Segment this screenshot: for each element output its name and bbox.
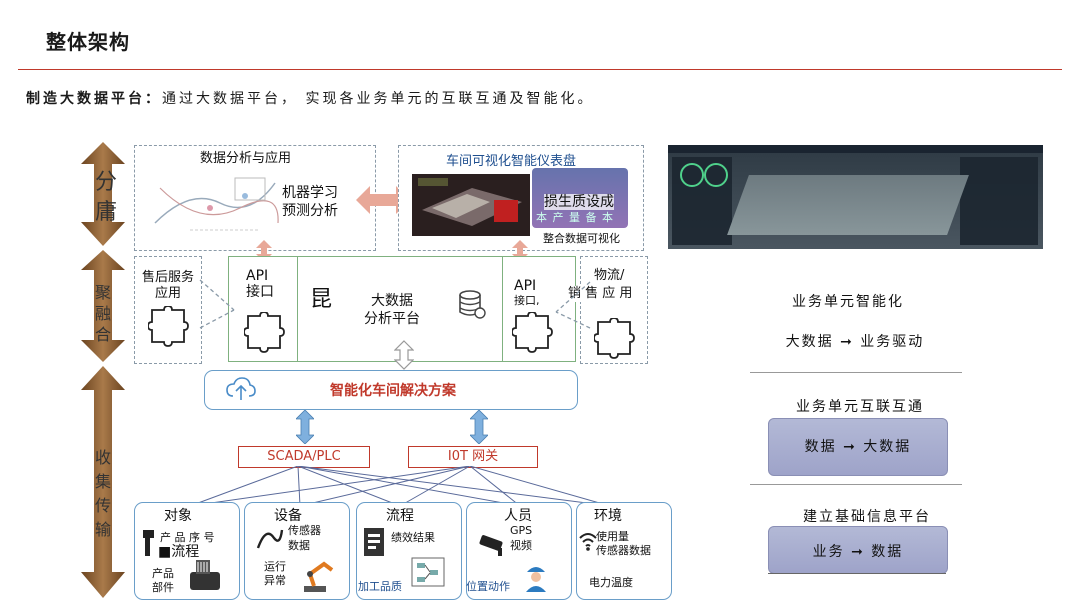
source-device-c: 运行 xyxy=(264,560,286,573)
layer-label-top: 分 庸 xyxy=(94,168,118,228)
layer-label-bottom: 收 集 传 输 xyxy=(91,446,115,542)
factory-dashboard-screenshot xyxy=(668,145,1043,249)
flowchart-icon xyxy=(410,556,446,588)
dashboard-kpi-big: 损生质设成 xyxy=(544,194,614,210)
puzzle-icon-api-right xyxy=(512,312,554,354)
puzzle-icon-api-left xyxy=(244,312,286,354)
right-divider-1 xyxy=(750,372,962,373)
layer-label-middle: 聚 融 合 xyxy=(91,282,115,345)
source-object-title: 对象 xyxy=(164,508,192,524)
ml-label: 机器学习预测分析 xyxy=(282,184,338,220)
sensor-icon xyxy=(254,524,284,552)
subtitle-text: 通过大数据平台， 实现各业务单元的互联互通及智能化。 xyxy=(162,91,594,107)
source-object-d: 部件 xyxy=(152,581,174,594)
right-divider-3 xyxy=(768,573,946,574)
source-device-a: 传感器 xyxy=(288,524,321,537)
puzzle-icon-after-sales xyxy=(148,306,190,348)
dashboard-caption: 整合数据可视化 xyxy=(543,232,620,245)
page-subtitle: 制造大数据平台：通过大数据平台， 实现各业务单元的互联互通及智能化。 xyxy=(26,88,594,108)
barcode-device-icon xyxy=(188,558,222,592)
right-s1-body: 大数据 ➞ 业务驱动 xyxy=(770,331,940,351)
robot-arm-icon xyxy=(298,556,336,594)
solution-iot-arrow xyxy=(470,410,488,444)
analysis-title: 数据分析与应用 xyxy=(200,151,291,167)
scada-plc-box: SCADA/PLC xyxy=(238,446,370,468)
source-process-b: 加工品质 xyxy=(358,580,402,593)
page-title: 整体架构 xyxy=(46,26,130,55)
source-env-c: 电力温度 xyxy=(589,576,633,589)
scanner-icon xyxy=(140,528,158,558)
source-person-a: GPS xyxy=(510,524,532,537)
iot-gateway-box: I0T 网关 xyxy=(408,446,538,468)
source-env-title: 环境 xyxy=(594,508,622,524)
source-object-c: 产品 xyxy=(152,567,174,580)
right-divider-2 xyxy=(750,484,962,485)
puzzle-icon-logistics xyxy=(594,318,636,360)
right-s3-pill: 业务 ➞ 数据 xyxy=(768,526,948,574)
report-icon xyxy=(362,526,390,560)
source-object-a: 产 品 序 号 xyxy=(160,531,215,544)
right-s1-title: 业务单元智能化 xyxy=(758,291,938,311)
source-process-a: 绩效结果 xyxy=(391,531,435,544)
source-person-b: 视频 xyxy=(510,539,532,552)
dashboard-kpi-small: 本 产 量 备 本 xyxy=(536,211,614,224)
wifi-icon xyxy=(578,530,598,552)
worker-icon xyxy=(524,562,548,592)
source-device-title: 设备 xyxy=(274,508,302,524)
dashboard-graphic xyxy=(412,170,532,238)
solution-scada-arrow xyxy=(296,410,314,444)
right-s3-title: 建立基础信息平台 xyxy=(772,506,962,526)
after-sales-label: 售后服务应用 xyxy=(139,270,197,302)
right-s2-title: 业务单元互联互通 xyxy=(760,396,960,416)
source-process-title: 流程 xyxy=(386,508,414,524)
source-device-b: 数据 xyxy=(288,539,310,552)
right-s2-pill: 数据 ➞ 大数据 xyxy=(768,418,948,476)
solution-label: 智能化车间解决方案 xyxy=(330,383,456,399)
title-divider xyxy=(18,69,1062,70)
logistics-label-1: 物流/ xyxy=(594,268,624,284)
cctv-camera-icon xyxy=(478,532,510,558)
source-person-c: 位置动作 xyxy=(466,580,510,593)
subtitle-bold: 制造大数据平台： xyxy=(26,91,162,107)
source-device-d: 异常 xyxy=(264,574,286,587)
source-env-a: 使用量 xyxy=(596,530,629,543)
source-person-title: 人员 xyxy=(504,508,532,524)
analysis-chart-graphic xyxy=(150,168,280,240)
cloud-upload-icon xyxy=(226,376,256,402)
platform-solution-arrow xyxy=(394,340,414,370)
source-env-b: 传感器数据 xyxy=(596,544,651,557)
